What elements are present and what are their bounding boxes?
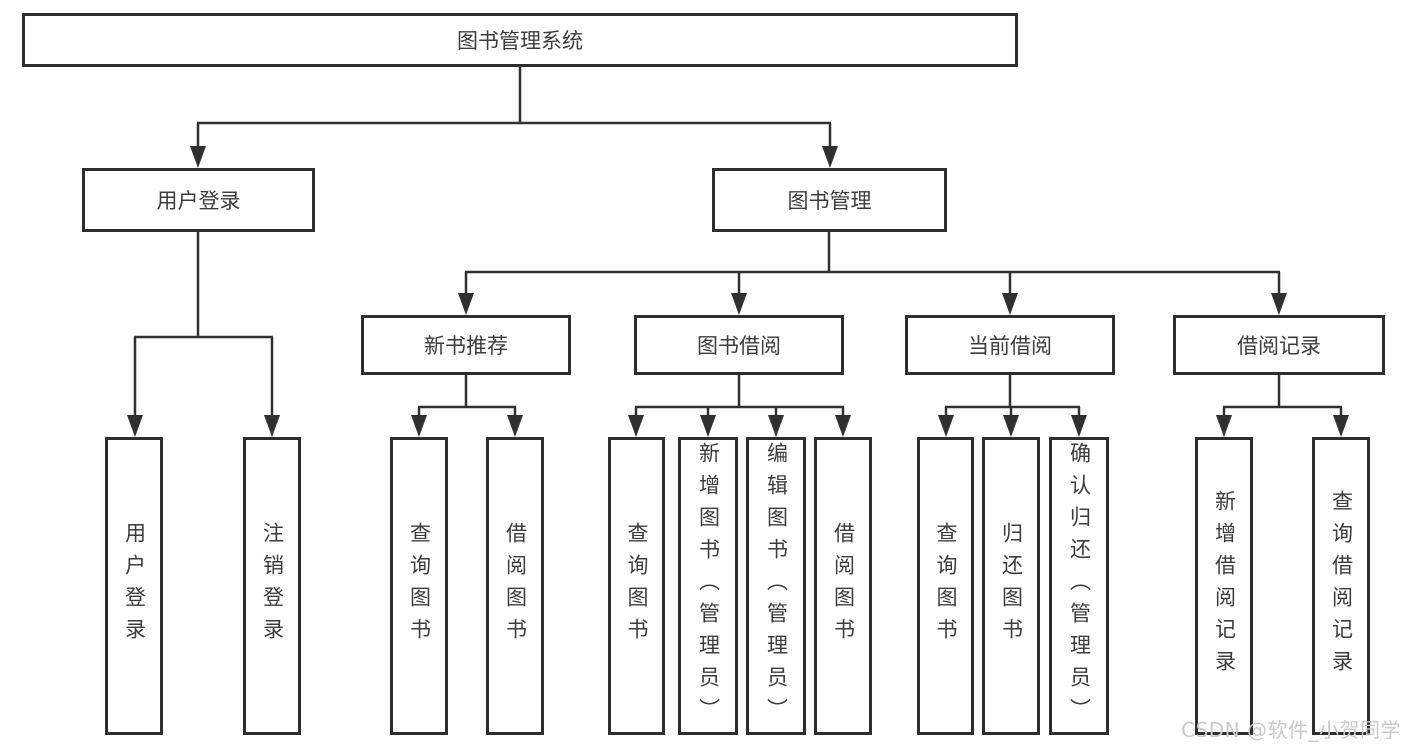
connector-root-to-level2 [190, 67, 838, 168]
arrowhead [127, 415, 143, 437]
node-current-borrow-label: 当前借阅 [968, 334, 1052, 358]
leaf-bb-query-books-label: 查询图书 [625, 522, 649, 650]
node-root-label: 图书管理系统 [457, 29, 583, 53]
leaf-logout: 注销登录 [243, 437, 301, 735]
connector-new-book-recommend-children [411, 375, 523, 437]
node-borrow-records-label: 借阅记录 [1237, 334, 1321, 358]
node-new-book-recommend: 新书推荐 [361, 315, 571, 375]
node-book-borrow: 图书借阅 [634, 315, 844, 375]
arrowhead [411, 415, 427, 437]
arrowhead [938, 415, 954, 437]
node-new-book-recommend-label: 新书推荐 [424, 334, 508, 358]
node-current-borrow: 当前借阅 [905, 315, 1115, 375]
arrowhead [768, 415, 784, 437]
connector-book-management-children [458, 232, 1287, 315]
connector-borrow-records-children [1216, 375, 1349, 437]
leaf-br-query-record: 查询借阅记录 [1312, 437, 1370, 735]
arrowhead [731, 293, 747, 315]
node-book-borrow-label: 图书借阅 [697, 334, 781, 358]
leaf-br-add-record-label: 新增借阅记录 [1212, 490, 1237, 682]
arrowhead [264, 415, 280, 437]
node-book-management-label: 图书管理 [787, 189, 872, 213]
arrowhead [190, 146, 206, 168]
leaf-bb-add-books-admin-label: 新增图书（管理员） [696, 442, 721, 730]
leaf-cb-confirm-return-admin-label: 确认归还（管理员） [1067, 442, 1092, 730]
connector-book-borrow-children [628, 375, 851, 437]
arrowhead [458, 293, 474, 315]
leaf-bb-borrow-books: 借阅图书 [814, 437, 872, 735]
arrowhead [1002, 293, 1018, 315]
arrowhead [1271, 293, 1287, 315]
arrowhead [1216, 415, 1232, 437]
leaf-bb-edit-books-admin: 编辑图书（管理员） [746, 437, 806, 735]
node-borrow-records: 借阅记录 [1173, 315, 1385, 375]
csdn-watermark: CSDN @软件_小贺同学 [1181, 718, 1401, 742]
leaf-nb-borrow-books: 借阅图书 [486, 437, 544, 735]
node-user-login: 用户登录 [82, 168, 315, 232]
arrowhead [700, 415, 716, 437]
leaf-bb-edit-books-admin-label: 编辑图书（管理员） [764, 442, 789, 730]
leaf-cb-query-books: 查询图书 [917, 437, 974, 735]
arrowhead [822, 146, 838, 168]
leaf-bb-add-books-admin: 新增图书（管理员） [678, 437, 738, 735]
arrowhead [835, 415, 851, 437]
arrowhead [1003, 415, 1019, 437]
leaf-br-add-record: 新增借阅记录 [1195, 437, 1253, 735]
leaf-bb-borrow-books-label: 借阅图书 [831, 522, 856, 650]
node-root: 图书管理系统 [22, 13, 1018, 67]
leaf-cb-confirm-return-admin: 确认归还（管理员） [1049, 437, 1109, 735]
leaf-br-query-record-label: 查询借阅记录 [1329, 490, 1354, 682]
leaf-cb-return-books-label: 归还图书 [999, 522, 1024, 650]
connector-user-login-children [127, 232, 280, 437]
node-book-management: 图书管理 [712, 168, 947, 232]
leaf-cb-return-books: 归还图书 [982, 437, 1040, 735]
leaf-cb-query-books-label: 查询图书 [934, 522, 958, 650]
leaf-user-login-label: 用户登录 [122, 522, 147, 650]
leaf-nb-query-books: 查询图书 [390, 437, 448, 735]
arrowhead [628, 415, 644, 437]
leaf-nb-borrow-books-label: 借阅图书 [503, 522, 528, 650]
leaf-nb-query-books-label: 查询图书 [407, 522, 432, 650]
leaf-bb-query-books: 查询图书 [608, 437, 665, 735]
leaf-user-login: 用户登录 [105, 437, 163, 735]
arrowhead [507, 415, 523, 437]
node-user-login-label: 用户登录 [156, 189, 241, 213]
connector-current-borrow-children [938, 375, 1087, 437]
arrowhead [1071, 415, 1087, 437]
leaf-logout-label: 注销登录 [260, 522, 285, 650]
arrowhead [1333, 415, 1349, 437]
